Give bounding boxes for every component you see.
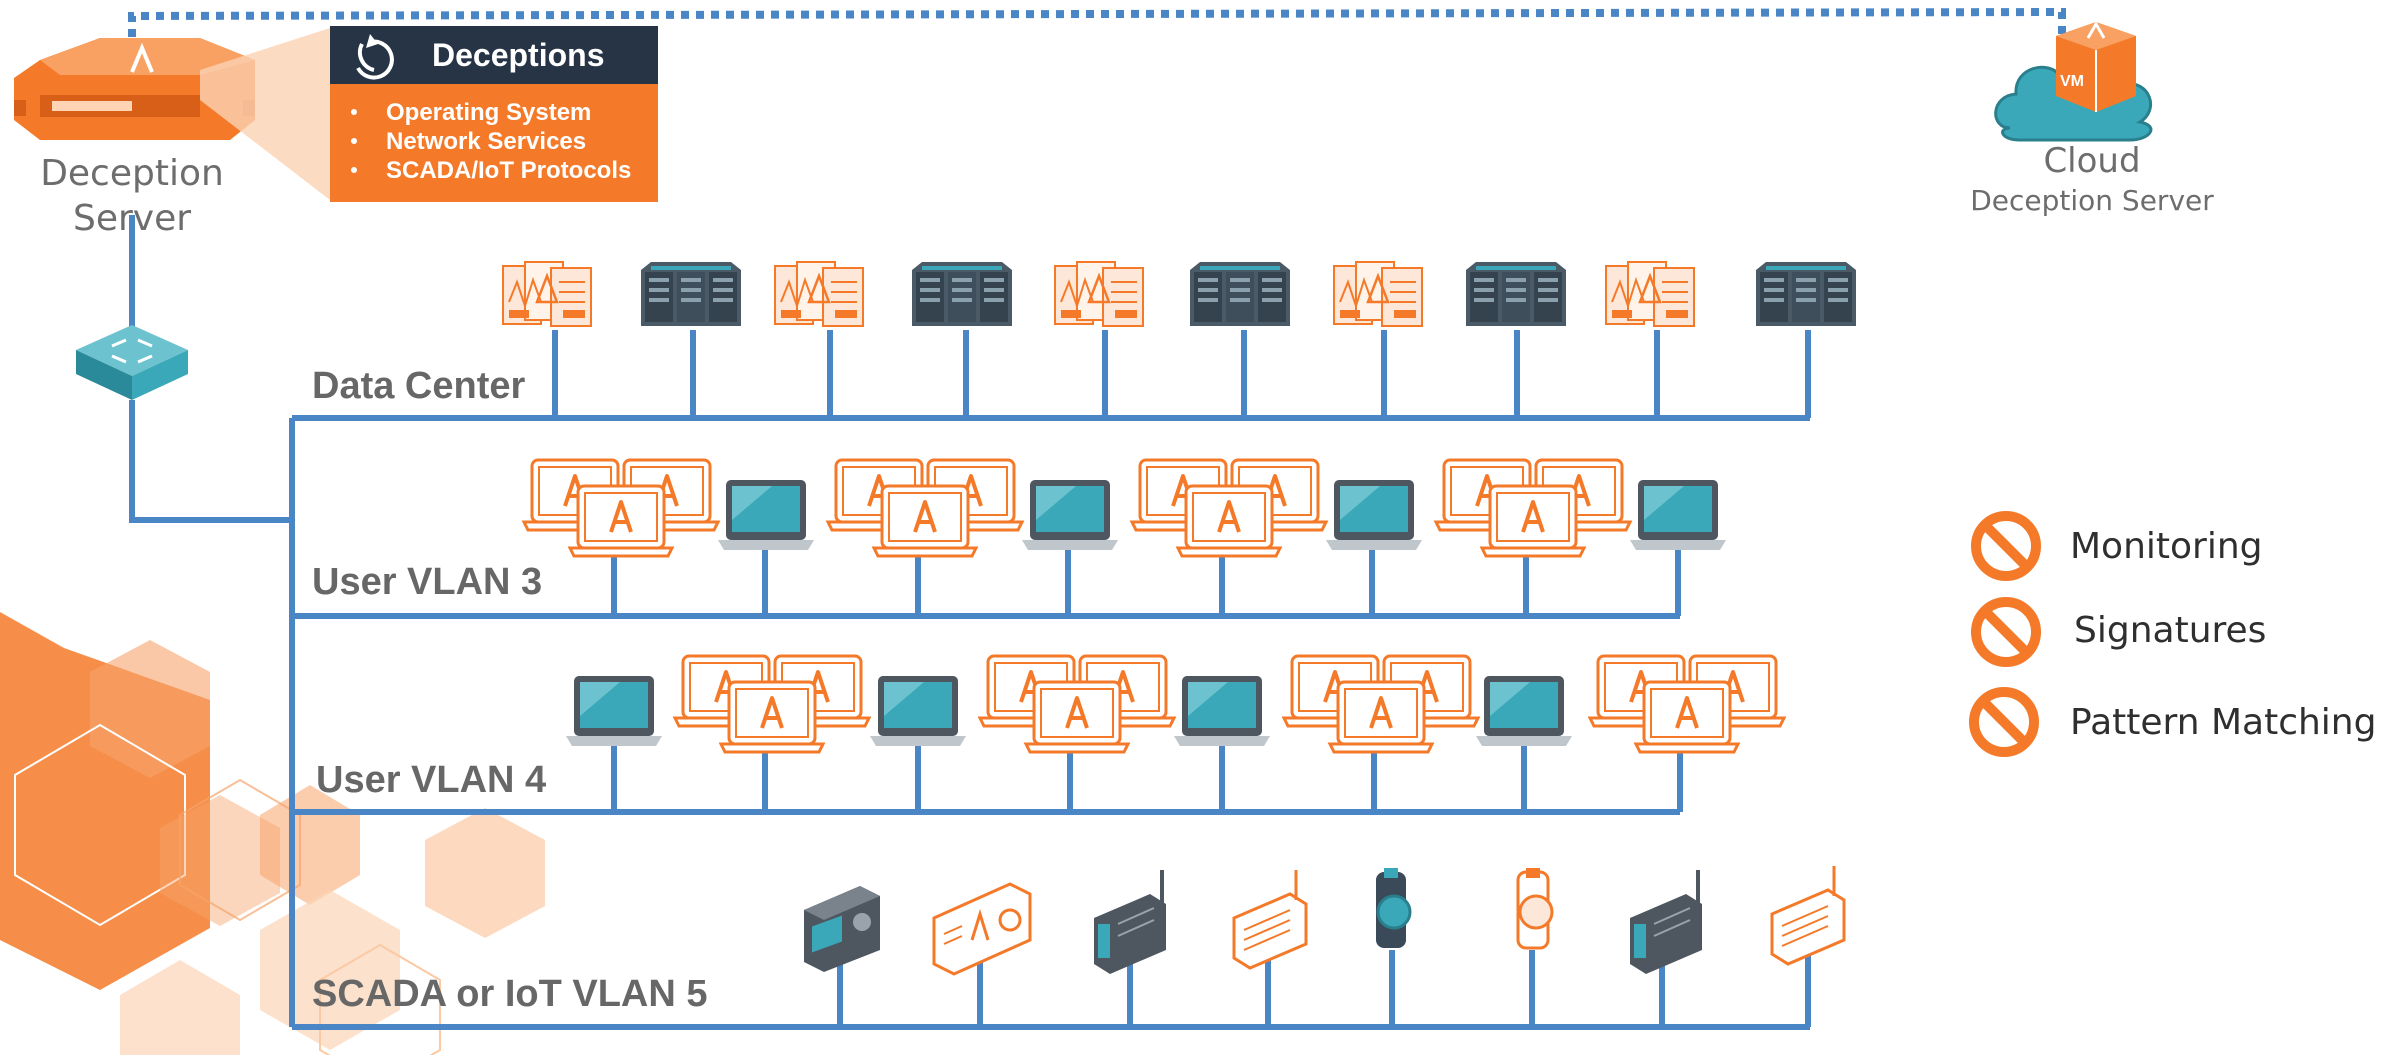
decoy-laptop-group-icon[interactable] (828, 460, 1022, 556)
laptop-icon[interactable] (1476, 676, 1572, 746)
row-label-user-vlan-3: User VLAN 3 (312, 561, 542, 603)
decoy-laptop-group-icon[interactable] (524, 460, 718, 556)
decoy-server-icon[interactable] (1334, 262, 1422, 326)
data-center-devices (503, 262, 1856, 326)
decoy-laptop-group-icon[interactable] (1436, 460, 1630, 556)
iot-router-icon[interactable] (1630, 870, 1702, 974)
decoy-laptop-group-icon[interactable] (1590, 656, 1784, 752)
cloud-icon[interactable]: VM (1996, 22, 2151, 140)
deceptions-panel-item: Network Services (386, 128, 586, 155)
decoy-server-icon[interactable] (1055, 262, 1143, 326)
deceptions-panel: Deceptions Operating System Network Serv… (330, 26, 658, 202)
no-symbol-icon (1974, 692, 2034, 752)
decoy-iot-router-icon[interactable] (1772, 866, 1844, 964)
svg-text:VM: VM (2060, 73, 2084, 90)
laptop-icon[interactable] (718, 480, 814, 550)
sensor-icon[interactable] (1376, 868, 1410, 948)
laptop-icon[interactable] (1174, 676, 1270, 746)
row-label-scada-vlan-5: SCADA or IoT VLAN 5 (312, 973, 708, 1015)
decoy-server-icon[interactable] (775, 262, 863, 326)
deception-server-label-line2: Server (73, 198, 191, 239)
server-rack-icon[interactable] (912, 262, 1012, 326)
deceptions-panel-item: SCADA/IoT Protocols (386, 157, 631, 184)
bypassed-item: Monitoring (2070, 526, 2263, 567)
row-label-data-center: Data Center (312, 365, 525, 407)
server-rack-icon[interactable] (1190, 262, 1290, 326)
decoy-server-icon[interactable] (1606, 262, 1694, 326)
cloud-server-label-line1: Cloud (2043, 141, 2140, 181)
deceptions-panel-item: Operating System (386, 99, 591, 126)
bypassed-item: Pattern Matching (2070, 702, 2376, 743)
decoy-laptop-group-icon[interactable] (980, 656, 1174, 752)
row-label-user-vlan-4: User VLAN 4 (316, 759, 546, 801)
scada-vlan-5-devices (804, 866, 1844, 974)
server-rack-icon[interactable] (1466, 262, 1566, 326)
no-symbol-icon (1976, 516, 2036, 576)
bypassed-item: Signatures (2074, 610, 2266, 651)
deceptions-panel-title: Deceptions (432, 37, 604, 73)
iot-router-icon[interactable] (1094, 870, 1166, 974)
decoy-sensor-icon[interactable] (1518, 868, 1552, 948)
user-vlan-3-devices (524, 460, 1726, 556)
deception-server-label-line1: Deception (40, 153, 224, 194)
decoy-laptop-group-icon[interactable] (1132, 460, 1326, 556)
laptop-icon[interactable] (1326, 480, 1422, 550)
decoy-laptop-group-icon[interactable] (1284, 656, 1478, 752)
decoy-iot-router-icon[interactable] (1234, 870, 1306, 968)
network-switch-icon[interactable] (76, 325, 188, 400)
laptop-icon[interactable] (1022, 480, 1118, 550)
laptop-icon[interactable] (870, 676, 966, 746)
scada-controller-icon[interactable] (804, 886, 880, 972)
laptop-icon[interactable] (566, 676, 662, 746)
user-vlan-4-devices (566, 656, 1784, 752)
no-symbol-icon (1976, 602, 2036, 662)
decoy-laptop-group-icon[interactable] (675, 656, 869, 752)
bypassed-detections: Monitoring Signatures Pattern Matching (1974, 516, 2376, 752)
decoy-server-icon[interactable] (503, 262, 591, 326)
decoy-scada-panel-icon[interactable] (934, 884, 1030, 974)
server-rack-icon[interactable] (641, 262, 741, 326)
server-rack-icon[interactable] (1756, 262, 1856, 326)
cloud-server-label-line2: Deception Server (1970, 184, 2214, 217)
laptop-icon[interactable] (1630, 480, 1726, 550)
